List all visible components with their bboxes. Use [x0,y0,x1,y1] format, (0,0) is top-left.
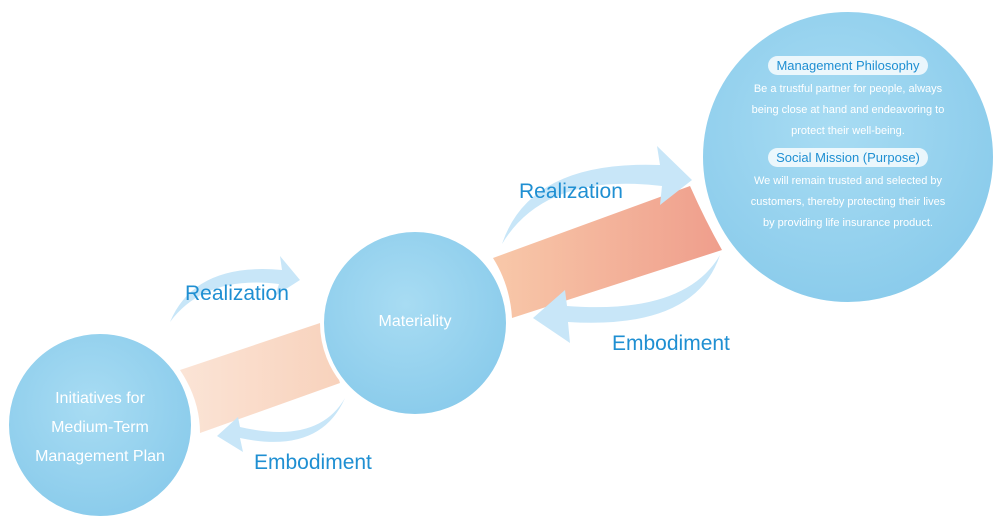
realization-arrow-2 [502,146,692,244]
text-line: protect their well-being. [791,125,905,137]
connector-band-1 [180,318,340,433]
initiatives-line: Medium-Term [51,419,149,436]
initiatives-line: Management Plan [35,448,165,465]
text-line: by providing life insurance product. [763,217,933,229]
text-line: Be a trustful partner for people, always [753,83,943,95]
embodiment-arrow-2 [533,255,720,343]
text-line: being close at hand and endeavoring to [751,104,945,116]
embodiment-label-2: Embodiment [612,332,730,355]
initiatives-circle [5,330,195,520]
embodiment-arrow-1 [217,398,345,452]
materiality-label: Materiality [378,313,452,330]
management-philosophy-heading: Management Philosophy [768,56,928,75]
initiatives-line: Initiatives for [55,390,145,407]
embodiment-label-1: Embodiment [254,451,372,474]
philosophy-content: Management Philosophy Be a trustful part… [718,56,978,234]
social-mission-text: We will remain trusted and selected by c… [718,171,978,234]
social-mission-heading: Social Mission (Purpose) [768,148,928,167]
arrows [170,146,720,452]
realization-label-2: Realization [519,180,623,203]
realization-arrow-1 [170,256,300,322]
management-philosophy-text: Be a trustful partner for people, always… [718,79,978,142]
connector-band-2 [493,186,722,318]
initiatives-label: Initiatives for Medium-Term Management P… [10,384,190,471]
text-line: customers, thereby protecting their live… [750,196,946,208]
materiality-circle [320,228,510,418]
realization-label-1: Realization [185,282,289,305]
text-line: We will remain trusted and selected by [753,175,943,187]
